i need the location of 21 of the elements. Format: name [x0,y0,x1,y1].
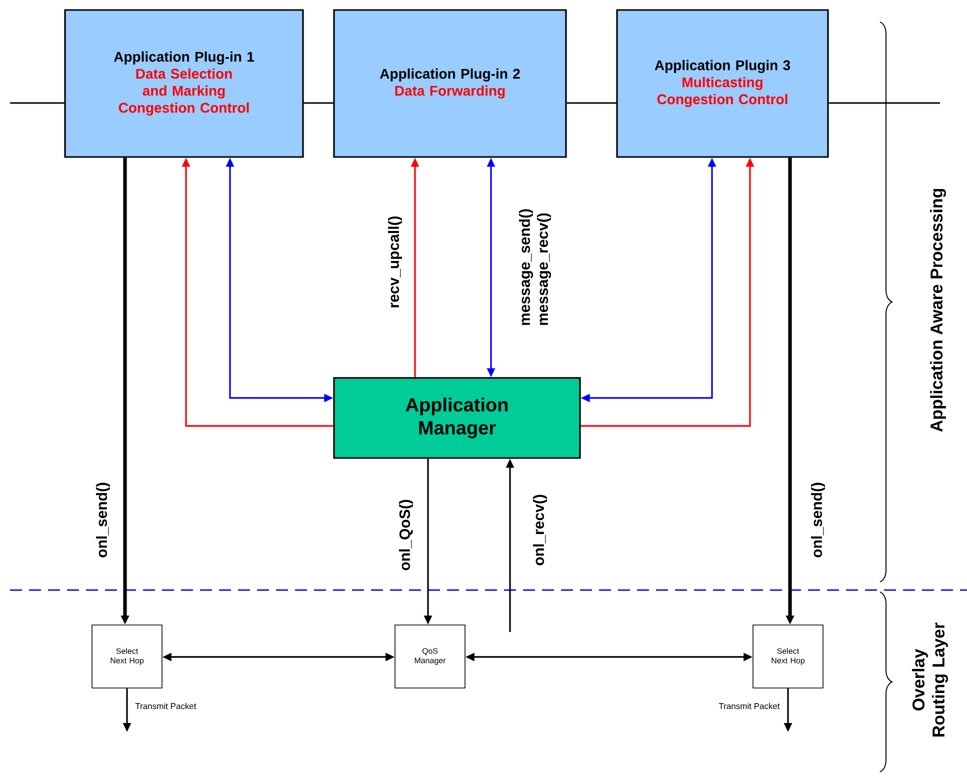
edge-label: onl_recv() [533,494,547,566]
edge-label: Transmit Packet [135,702,196,710]
layer-label: Overlay Routing Layer [912,622,948,736]
edge-label: recv_upcall() [388,216,402,308]
plugin-box: Application Plug-in 1 Data Selection and Marking Congestion Control [64,9,304,158]
connector-line [10,102,64,104]
module-box: Select Next Hop [92,624,162,688]
layer-label: Application Aware Processing [930,188,946,432]
edge-label: Transmit Packet [718,702,780,710]
connector-line [828,102,940,104]
plugin-box: Application Plugin 3 Multicasting Congestion Control [616,9,829,158]
manager-box: Application Manager [333,377,581,459]
edge-label: message_send() message_recv() [518,209,552,325]
edge-label: onl_send() [96,482,110,558]
edge-label: onl_QoS() [399,500,413,570]
plugin-box: Application Plug-in 2 Data Forwarding [333,9,567,158]
module-box: Select Next Hop [752,624,824,688]
module-box: QoS Manager [394,624,466,688]
connector-line [304,102,334,104]
connector-line [566,102,616,104]
edge-label: onl_send() [811,482,825,558]
